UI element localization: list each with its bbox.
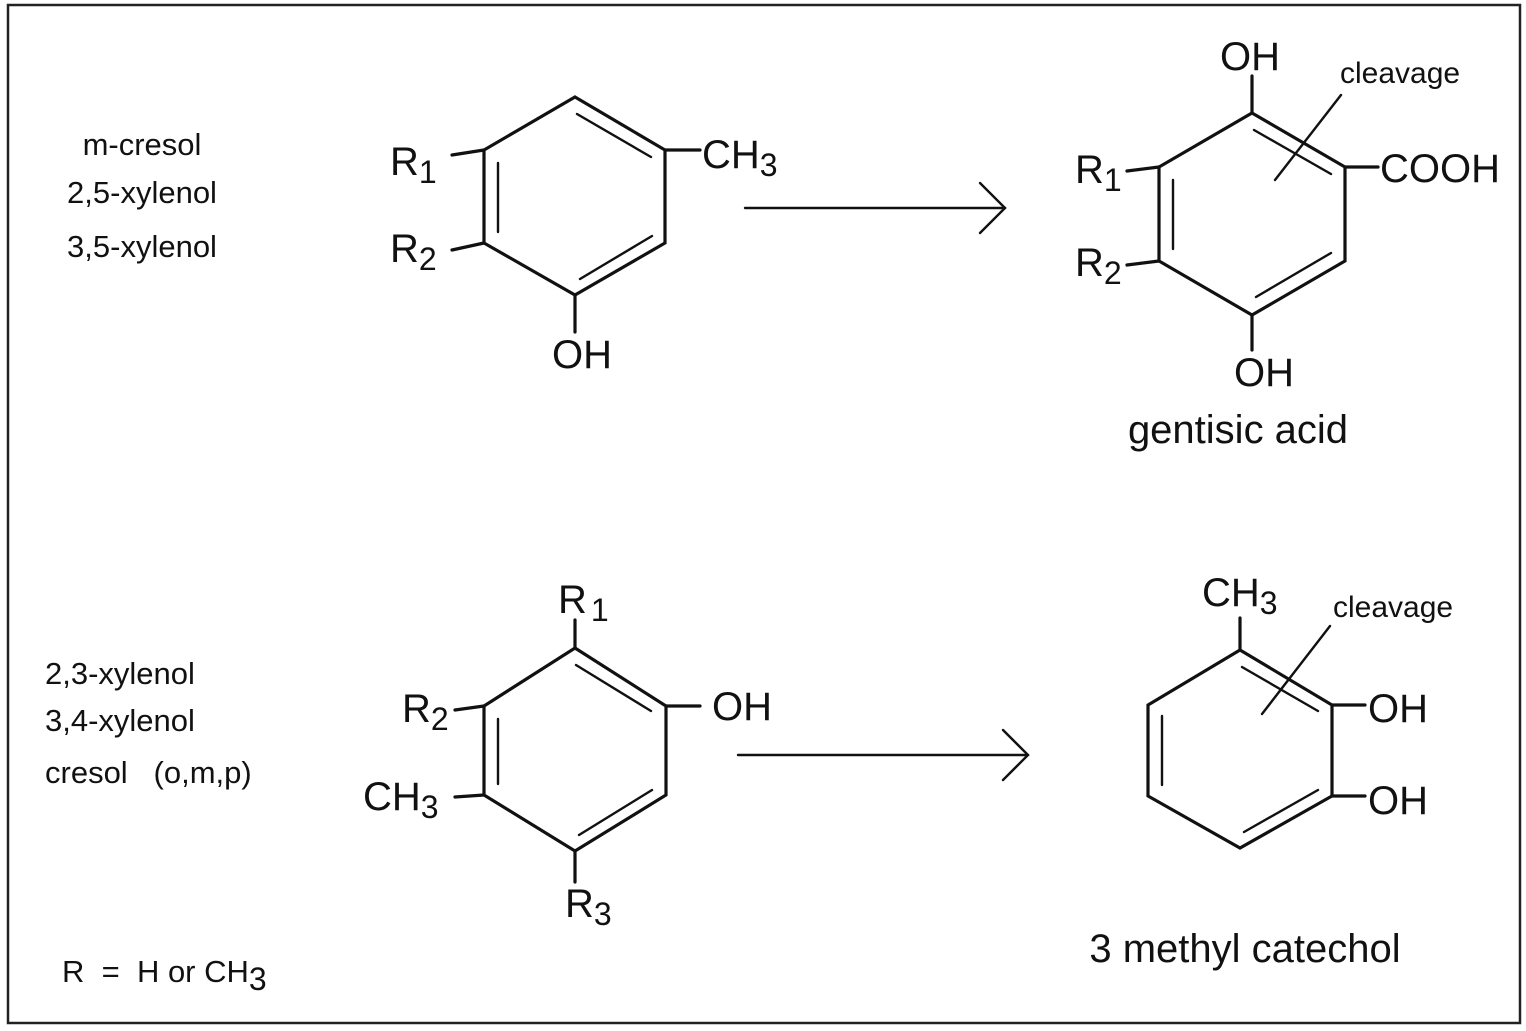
bottom-reactant-double-bond	[577, 788, 654, 837]
substrate-2-3-xylenol: 2,3-xylenol	[45, 656, 195, 691]
top-reactant-double-bond	[578, 234, 654, 281]
top-product-cooh-label: COOH	[1380, 147, 1500, 191]
bottom-product-oh2-label: OH	[1368, 779, 1428, 823]
top-product-double-bond	[1254, 251, 1333, 299]
bottom-reactant-r3-label: R3	[565, 882, 612, 932]
top-reactant-methyl-label: CH3	[702, 133, 778, 183]
substrate-3-4-xylenol: 3,4-xylenol	[45, 703, 195, 738]
bottom-product-name: 3 methyl catechol	[1089, 927, 1400, 971]
top-product-r1-label: R1	[1075, 148, 1122, 198]
top-reactant-double-bond	[575, 112, 653, 159]
bottom-reactant-ring	[482, 646, 668, 853]
bottom-reactant-oh-label: OH	[712, 685, 772, 729]
top-reactant-r1-label: R1	[390, 140, 437, 190]
bottom-reactant-methyl-bond	[453, 793, 486, 799]
bottom-product-cleavage-label: cleavage	[1333, 591, 1453, 624]
substrate-m-cresol: m-cresol	[83, 127, 202, 162]
top-reactant-ring	[482, 95, 667, 297]
top-reactant-r2-bond	[450, 241, 486, 252]
top-reactant-r1-bond	[450, 148, 486, 157]
bottom-product-ring	[1146, 648, 1334, 850]
bottom-product-double-bond	[1242, 788, 1320, 834]
bottom-product-structure: CH3 cleavage OH OH 3 methyl catechol	[1089, 571, 1453, 971]
top-product-r1-bond	[1125, 165, 1161, 173]
substrate-3-5-xylenol: 3,5-xylenol	[67, 229, 217, 264]
bottom-product-oh1-label: OH	[1368, 687, 1428, 731]
top-reaction-arrow	[743, 181, 1007, 235]
bottom-reactant-double-bond	[574, 663, 653, 713]
bottom-substrate-list: 2,3-xylenol 3,4-xylenol cresol (o,m,p)	[45, 656, 252, 790]
substrate-cresol-omp: cresol (o,m,p)	[45, 755, 252, 790]
top-product-cleavage-mark	[1273, 93, 1343, 182]
top-reactant-oh-label: OH	[552, 333, 612, 377]
bottom-reactant-r2-label: R2	[402, 687, 449, 737]
bottom-reactant-methyl-label: CH3	[363, 775, 439, 825]
top-product-ring	[1157, 111, 1347, 317]
top-product-r2-bond	[1125, 259, 1161, 267]
substrate-2-5-xylenol: 2,5-xylenol	[67, 175, 217, 210]
bottom-product-cleavage-mark	[1260, 624, 1332, 716]
figure-border	[6, 3, 1522, 1025]
top-product-name: gentisic acid	[1128, 408, 1348, 452]
top-product-double-bond	[1252, 128, 1333, 176]
top-product-oh-top-label: OH	[1220, 35, 1280, 79]
top-reactant-r2-label: R2	[390, 227, 437, 277]
bottom-reactant-r2-bond	[453, 704, 486, 712]
r-group-note: R = H or CH3	[62, 954, 267, 997]
top-reactant-structure: R1 R2 CH3 OH	[390, 95, 778, 377]
top-product-cleavage-label: cleavage	[1340, 57, 1460, 90]
bottom-product-methyl-label: CH3	[1202, 571, 1278, 621]
top-product-r2-label: R2	[1075, 241, 1122, 291]
top-product-structure: OH cleavage R1 R2 COOH OH gentisic acid	[1075, 35, 1500, 452]
top-product-oh-bottom-label: OH	[1234, 351, 1294, 395]
bottom-reaction-arrow	[736, 728, 1030, 782]
top-substrate-list: m-cresol 2,5-xylenol 3,5-xylenol	[67, 127, 217, 264]
